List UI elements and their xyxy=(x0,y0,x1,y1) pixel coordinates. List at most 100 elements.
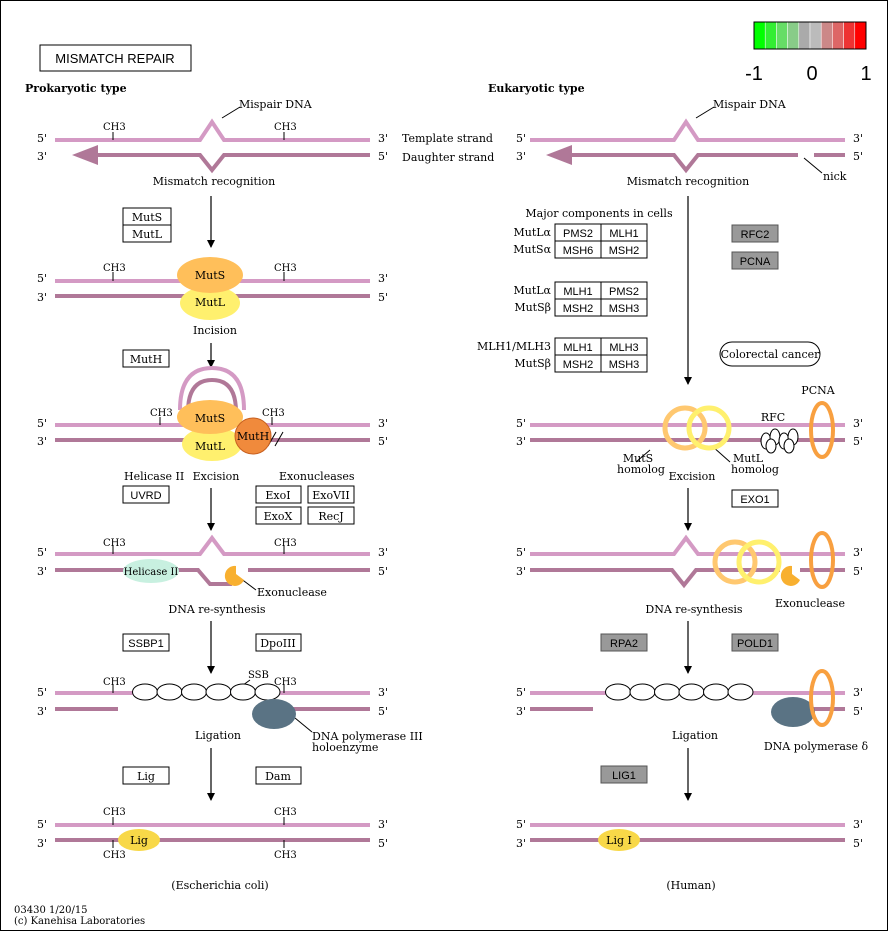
excision-label: Excision xyxy=(193,470,240,483)
svg-text:holoenzyme: holoenzyme xyxy=(312,741,378,754)
svg-text:DpoIII: DpoIII xyxy=(260,637,296,650)
mutl-box[interactable] xyxy=(122,224,172,243)
ssb-protein xyxy=(205,683,232,701)
ssb-protein xyxy=(132,683,158,701)
svg-text:3': 3' xyxy=(378,417,388,430)
complex-name: MutLα xyxy=(513,226,551,239)
legend-swatch xyxy=(764,21,777,50)
helicase-heading: Helicase II xyxy=(124,470,184,483)
svg-text:CH3: CH3 xyxy=(103,677,126,688)
pcna-box[interactable] xyxy=(731,251,779,270)
pold1-box[interactable] xyxy=(731,633,779,652)
euk-stage-mispair xyxy=(530,106,845,174)
mutl-homolog-ring xyxy=(736,539,782,585)
lig1-box[interactable] xyxy=(600,765,648,784)
footer-id: 03430 1/20/15 xyxy=(14,905,88,916)
svg-text:3': 3' xyxy=(37,705,47,718)
colorectal-cancer-link[interactable] xyxy=(719,341,821,367)
gene-label: MSH2 xyxy=(609,245,640,257)
svg-text:MutS: MutS xyxy=(195,412,225,425)
legend-swatch xyxy=(776,21,788,50)
svg-text:Lig I: Lig I xyxy=(606,834,632,847)
gene-box[interactable] xyxy=(600,240,648,259)
footer-copyright: (c) Kanehisa Laboratories xyxy=(14,916,145,927)
svg-text:3': 3' xyxy=(516,565,526,578)
exo1-box[interactable] xyxy=(731,489,779,508)
gene-label: MLH1 xyxy=(609,228,638,240)
svg-text:3': 3' xyxy=(37,291,47,304)
svg-text:RFC: RFC xyxy=(761,411,785,424)
svg-text:5': 5' xyxy=(516,546,526,559)
svg-text:Excision: Excision xyxy=(669,470,716,483)
ssb-protein xyxy=(230,683,256,701)
euk-stage-excision xyxy=(530,534,845,589)
svg-text:5': 5' xyxy=(378,565,388,578)
ssbp1-box[interactable] xyxy=(122,633,170,652)
legend-swatch xyxy=(832,21,844,50)
legend-swatch xyxy=(787,21,800,50)
svg-text:DNA re-synthesis: DNA re-synthesis xyxy=(168,603,265,616)
svg-text:3': 3' xyxy=(853,546,863,559)
exoi-box[interactable] xyxy=(255,485,302,504)
rpa-chain xyxy=(605,683,754,701)
incision-label: Incision xyxy=(193,324,237,337)
gene-label: MSH3 xyxy=(609,359,640,371)
svg-text:RFC2: RFC2 xyxy=(741,229,770,241)
svg-text:Lig: Lig xyxy=(137,770,155,783)
legend-swatch xyxy=(809,21,822,50)
exox-box[interactable] xyxy=(255,506,302,525)
svg-text:POLD1: POLD1 xyxy=(737,638,773,650)
svg-text:CH3: CH3 xyxy=(103,263,126,274)
svg-text:DNA polymerase δ: DNA polymerase δ xyxy=(764,740,869,753)
svg-text:DNA re-synthesis: DNA re-synthesis xyxy=(645,603,742,616)
svg-text:homolog: homolog xyxy=(617,463,665,476)
gene-box[interactable] xyxy=(600,354,648,373)
gene-label: PMS2 xyxy=(609,286,639,298)
svg-text:CH3: CH3 xyxy=(150,408,173,419)
svg-text:EXO1: EXO1 xyxy=(740,494,769,506)
end-label: 3' xyxy=(37,150,47,163)
euk-stage-ligation xyxy=(530,823,845,842)
gene-label: MSH3 xyxy=(609,303,640,315)
gene-label: MLH3 xyxy=(609,342,638,354)
rpa2-box[interactable] xyxy=(600,633,648,652)
gene-label: PMS2 xyxy=(563,228,593,240)
svg-text:5': 5' xyxy=(853,150,863,163)
rfc2-box[interactable] xyxy=(731,224,779,243)
mutl-protein xyxy=(182,427,242,461)
mispair-label: Mispair DNA xyxy=(239,98,313,111)
end-label: 5' xyxy=(37,132,47,145)
recj-box[interactable] xyxy=(307,506,355,525)
prok-stage-mispair xyxy=(55,106,370,174)
svg-text:MutL: MutL xyxy=(195,440,226,453)
rpa-protein xyxy=(678,683,705,701)
svg-text:Exonuclease: Exonuclease xyxy=(257,586,327,599)
uvrd-box[interactable] xyxy=(122,485,170,504)
title-box xyxy=(39,44,192,72)
exonucleases-heading: Exonucleases xyxy=(279,470,355,483)
lig-box[interactable] xyxy=(122,766,170,785)
svg-text:MutL: MutL xyxy=(733,452,764,465)
svg-text:MutL: MutL xyxy=(132,228,163,241)
muts-homolog-ring xyxy=(662,405,708,451)
dam-box[interactable] xyxy=(255,766,302,785)
svg-text:3': 3' xyxy=(37,435,47,448)
rpa-protein xyxy=(605,683,631,701)
mutl-protein xyxy=(180,286,240,320)
muth-box[interactable] xyxy=(122,349,170,368)
ssb-chain xyxy=(132,683,281,701)
page-title: MISMATCH REPAIR xyxy=(55,51,174,66)
dpoiii-box[interactable] xyxy=(255,633,302,652)
prok-stage-ligation xyxy=(55,817,370,848)
svg-text:3': 3' xyxy=(378,818,388,831)
svg-text:Helicase II: Helicase II xyxy=(124,567,179,578)
exovii-box[interactable] xyxy=(307,485,355,504)
svg-text:5': 5' xyxy=(378,705,388,718)
gene-box[interactable] xyxy=(600,298,648,317)
svg-text:3': 3' xyxy=(853,686,863,699)
rpa-protein xyxy=(654,683,680,701)
legend-max: 1 xyxy=(860,63,871,85)
svg-text:MutS: MutS xyxy=(132,211,162,224)
legend-min: -1 xyxy=(745,63,763,85)
